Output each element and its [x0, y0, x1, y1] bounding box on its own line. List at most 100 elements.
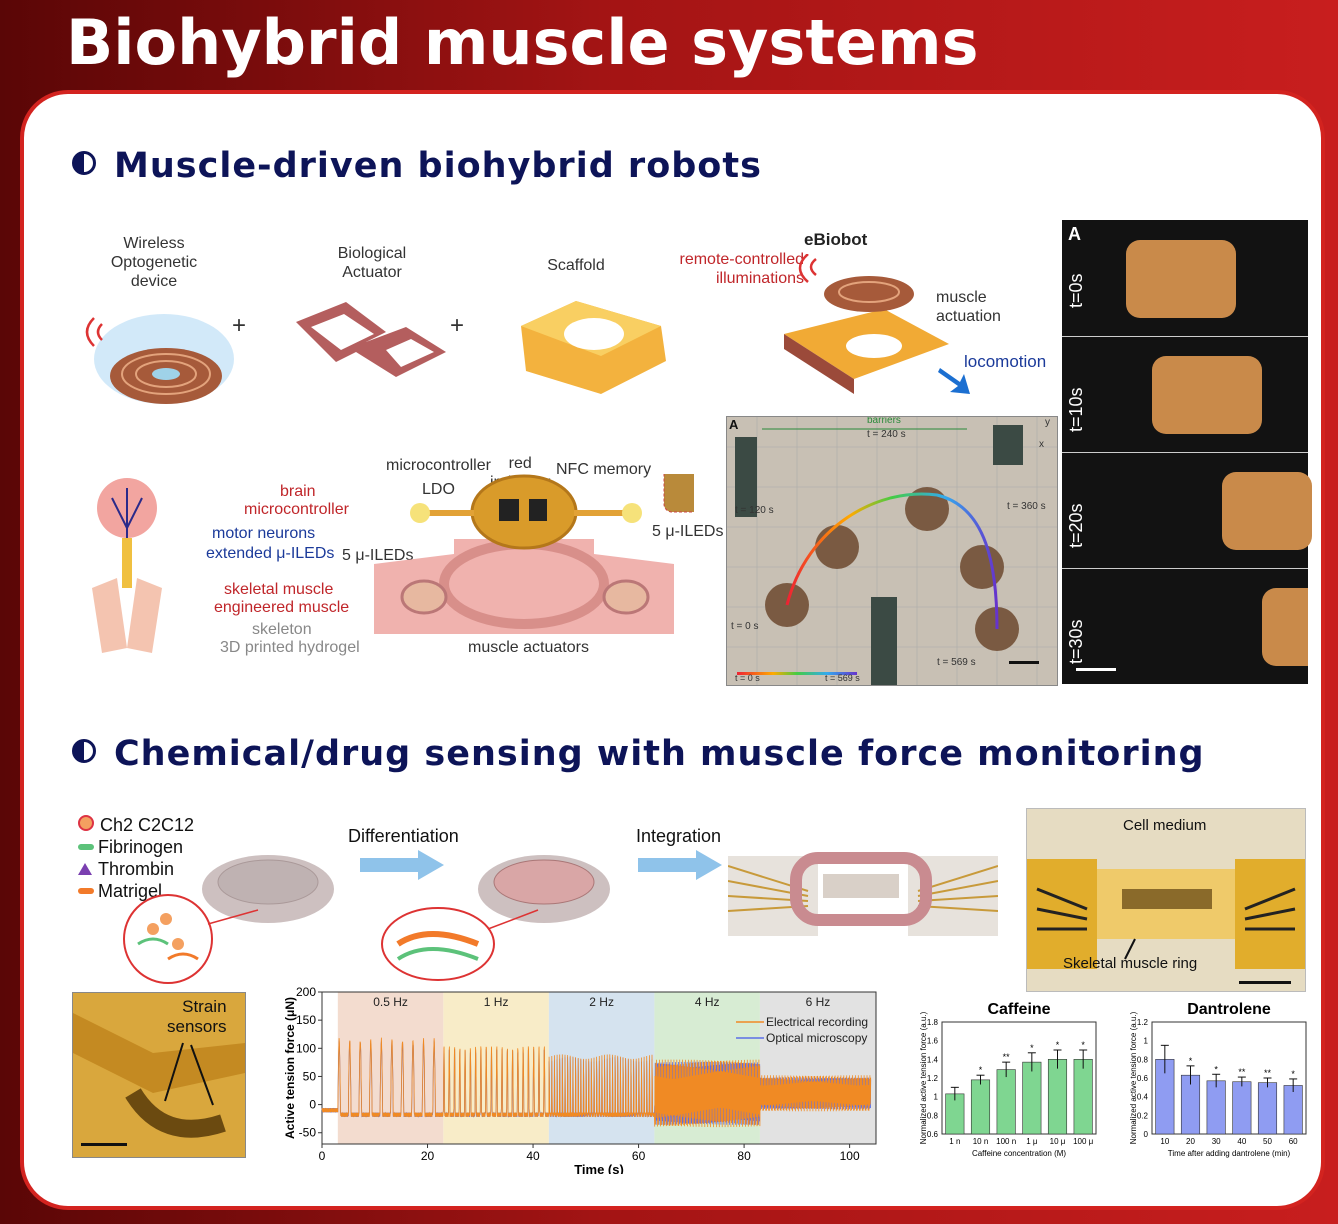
x-tick-label: 20: [421, 1149, 435, 1163]
label-ldo: LDO: [422, 481, 455, 498]
frame-0: t=0s: [1062, 220, 1308, 337]
x-axis-label: Time after adding dantrolene (min): [1168, 1149, 1291, 1158]
x-tick-label: 20: [1186, 1137, 1195, 1146]
x-tick-label: 60: [632, 1149, 646, 1163]
label-motor-neurons: motor neurons: [212, 525, 316, 542]
y-tick-label: 1.6: [927, 1037, 939, 1046]
mold-illustration-1: [123, 855, 334, 984]
section-heading-sensing: Chemical/drug sensing with muscle force …: [72, 734, 1205, 774]
y-tick-label: 1: [1144, 1037, 1149, 1046]
fibrinogen-icon: [78, 844, 94, 850]
y-tick-label: 0.2: [1137, 1111, 1149, 1120]
bar: [1022, 1061, 1042, 1135]
label-engineered-muscle: engineered muscle: [214, 599, 350, 616]
robot-image: [1262, 588, 1308, 666]
x-tick-label: 100 n: [996, 1137, 1016, 1146]
frame-label-2: t=20s: [1066, 503, 1086, 548]
component-legend: Ch2 C2C12 Fibrinogen Thrombin Matrigel: [78, 814, 194, 902]
bar: [1232, 1081, 1252, 1135]
label-remote-illuminations: remote-controlled illuminations: [679, 251, 805, 288]
time-strip-panel-label: A: [1068, 224, 1081, 244]
label-t569: t = 569 s: [937, 657, 976, 668]
x-axis-label: Caffeine concentration (M): [972, 1149, 1066, 1158]
half-circle-bullet-icon: [72, 739, 96, 763]
chart-title: Caffeine: [987, 1001, 1050, 1018]
label-skeleton: skeleton: [252, 621, 312, 638]
strain-sensor-photo: Strain sensors: [72, 992, 246, 1158]
legend-item-fibrinogen: Fibrinogen: [78, 836, 194, 858]
label-ebiobot: eBiobot: [804, 230, 868, 249]
cell-medium-photo: Cell medium Skeletal muscle ring: [1026, 808, 1306, 992]
label-nfc-memory: NFC memory: [556, 461, 652, 478]
arrow-right-icon: [360, 850, 444, 880]
y-tick-label: 0.6: [927, 1130, 939, 1139]
legend-label: Electrical recording: [766, 1015, 868, 1029]
label-skeletal-muscle-ring: Skeletal muscle ring: [1063, 955, 1198, 972]
frame-label-3: t=30s: [1066, 619, 1086, 664]
significance-marker: **: [1238, 1067, 1246, 1077]
section-heading-robots: Muscle-driven biohybrid robots: [72, 146, 762, 186]
y-axis-label: Normalized active tension force (a.u.): [919, 1011, 928, 1144]
y-axis-label: Active tension force (μN): [283, 997, 297, 1139]
y-tick-label: 0.4: [1137, 1093, 1149, 1102]
label-muscle-actuators: muscle actuators: [468, 639, 589, 656]
chart-title: Dantrolene: [1187, 1001, 1271, 1018]
y-tick-label: -50: [299, 1126, 317, 1140]
x-tick-label: 0: [319, 1149, 326, 1163]
frame-1: t=10s: [1062, 336, 1308, 453]
significance-marker: *: [979, 1065, 983, 1075]
content-card: Muscle-driven biohybrid robots Wireless …: [20, 90, 1325, 1210]
bar: [970, 1079, 991, 1135]
label-ileds-left: 5 μ-ILEDs: [342, 547, 414, 564]
time-lapse-strip: A t=0s t=10s t=20s t=30s: [1062, 220, 1312, 684]
significance-marker: *: [1030, 1043, 1034, 1053]
x-tick-label: 60: [1289, 1137, 1298, 1146]
x-tick-label: 100: [840, 1149, 860, 1163]
x-tick-label: 40: [1237, 1137, 1246, 1146]
legend-label: Thrombin: [98, 859, 175, 879]
plus-sign-1: +: [232, 312, 247, 339]
legend-start-time: t = 0 s: [735, 673, 760, 683]
trajectory-plot: [727, 417, 1057, 685]
label-wireless-device: Wireless Optogenetic device: [110, 235, 198, 291]
anatomy-illustration: [92, 478, 162, 653]
plot-frame: [321, 991, 877, 1145]
dantrolene-bar-chart: Dantrolene00.20.40.60.811.210*20*30**40*…: [1129, 1001, 1307, 1158]
label-t0: t = 0 s: [731, 621, 759, 632]
label-cell-medium: Cell medium: [1123, 817, 1207, 834]
y-tick-label: 1: [934, 1093, 939, 1102]
band-label: 2 Hz: [589, 995, 614, 1009]
y-tick-label: 1.2: [927, 1074, 939, 1083]
y-tick-label: 0.6: [1137, 1074, 1149, 1083]
bar: [1283, 1085, 1303, 1135]
y-tick-label: 0: [309, 1098, 316, 1112]
significance-marker: *: [1291, 1069, 1295, 1079]
robot-image: [1152, 356, 1262, 434]
wireless-coil-illustration: [85, 314, 234, 404]
label-extended-ileds: extended μ-ILEDs: [206, 545, 335, 562]
x-tick-label: 1 μ: [1026, 1137, 1038, 1146]
robot-image: [1126, 240, 1236, 318]
section-sensing-text: Chemical/drug sensing with muscle force …: [114, 734, 1205, 774]
ebiobot-device-illustration: [374, 474, 694, 634]
y-tick-label: 50: [303, 1069, 317, 1083]
frame-label-1: t=10s: [1066, 387, 1086, 432]
label-t120: t = 120 s: [735, 505, 774, 516]
half-circle-bullet-icon: [72, 151, 96, 175]
frequency-band: [337, 992, 444, 1144]
x-tick-label: 40: [526, 1149, 540, 1163]
series-line: [321, 1037, 872, 1128]
label-skeletal-muscle: skeletal muscle: [224, 581, 334, 598]
scale-bar: [1076, 668, 1116, 671]
track-panel-label: A: [729, 417, 739, 432]
frame-2: t=20s: [1062, 452, 1312, 569]
band-label: 1 Hz: [484, 995, 509, 1009]
cell-icon: [78, 815, 94, 831]
thrombin-icon: [78, 863, 92, 875]
label-integration: Integration: [636, 826, 722, 846]
significance-marker: *: [1214, 1064, 1218, 1074]
label-differentiation: Differentiation: [348, 826, 459, 846]
x-tick-label: 10 μ: [1050, 1137, 1066, 1146]
significance-marker: **: [1003, 1052, 1011, 1062]
